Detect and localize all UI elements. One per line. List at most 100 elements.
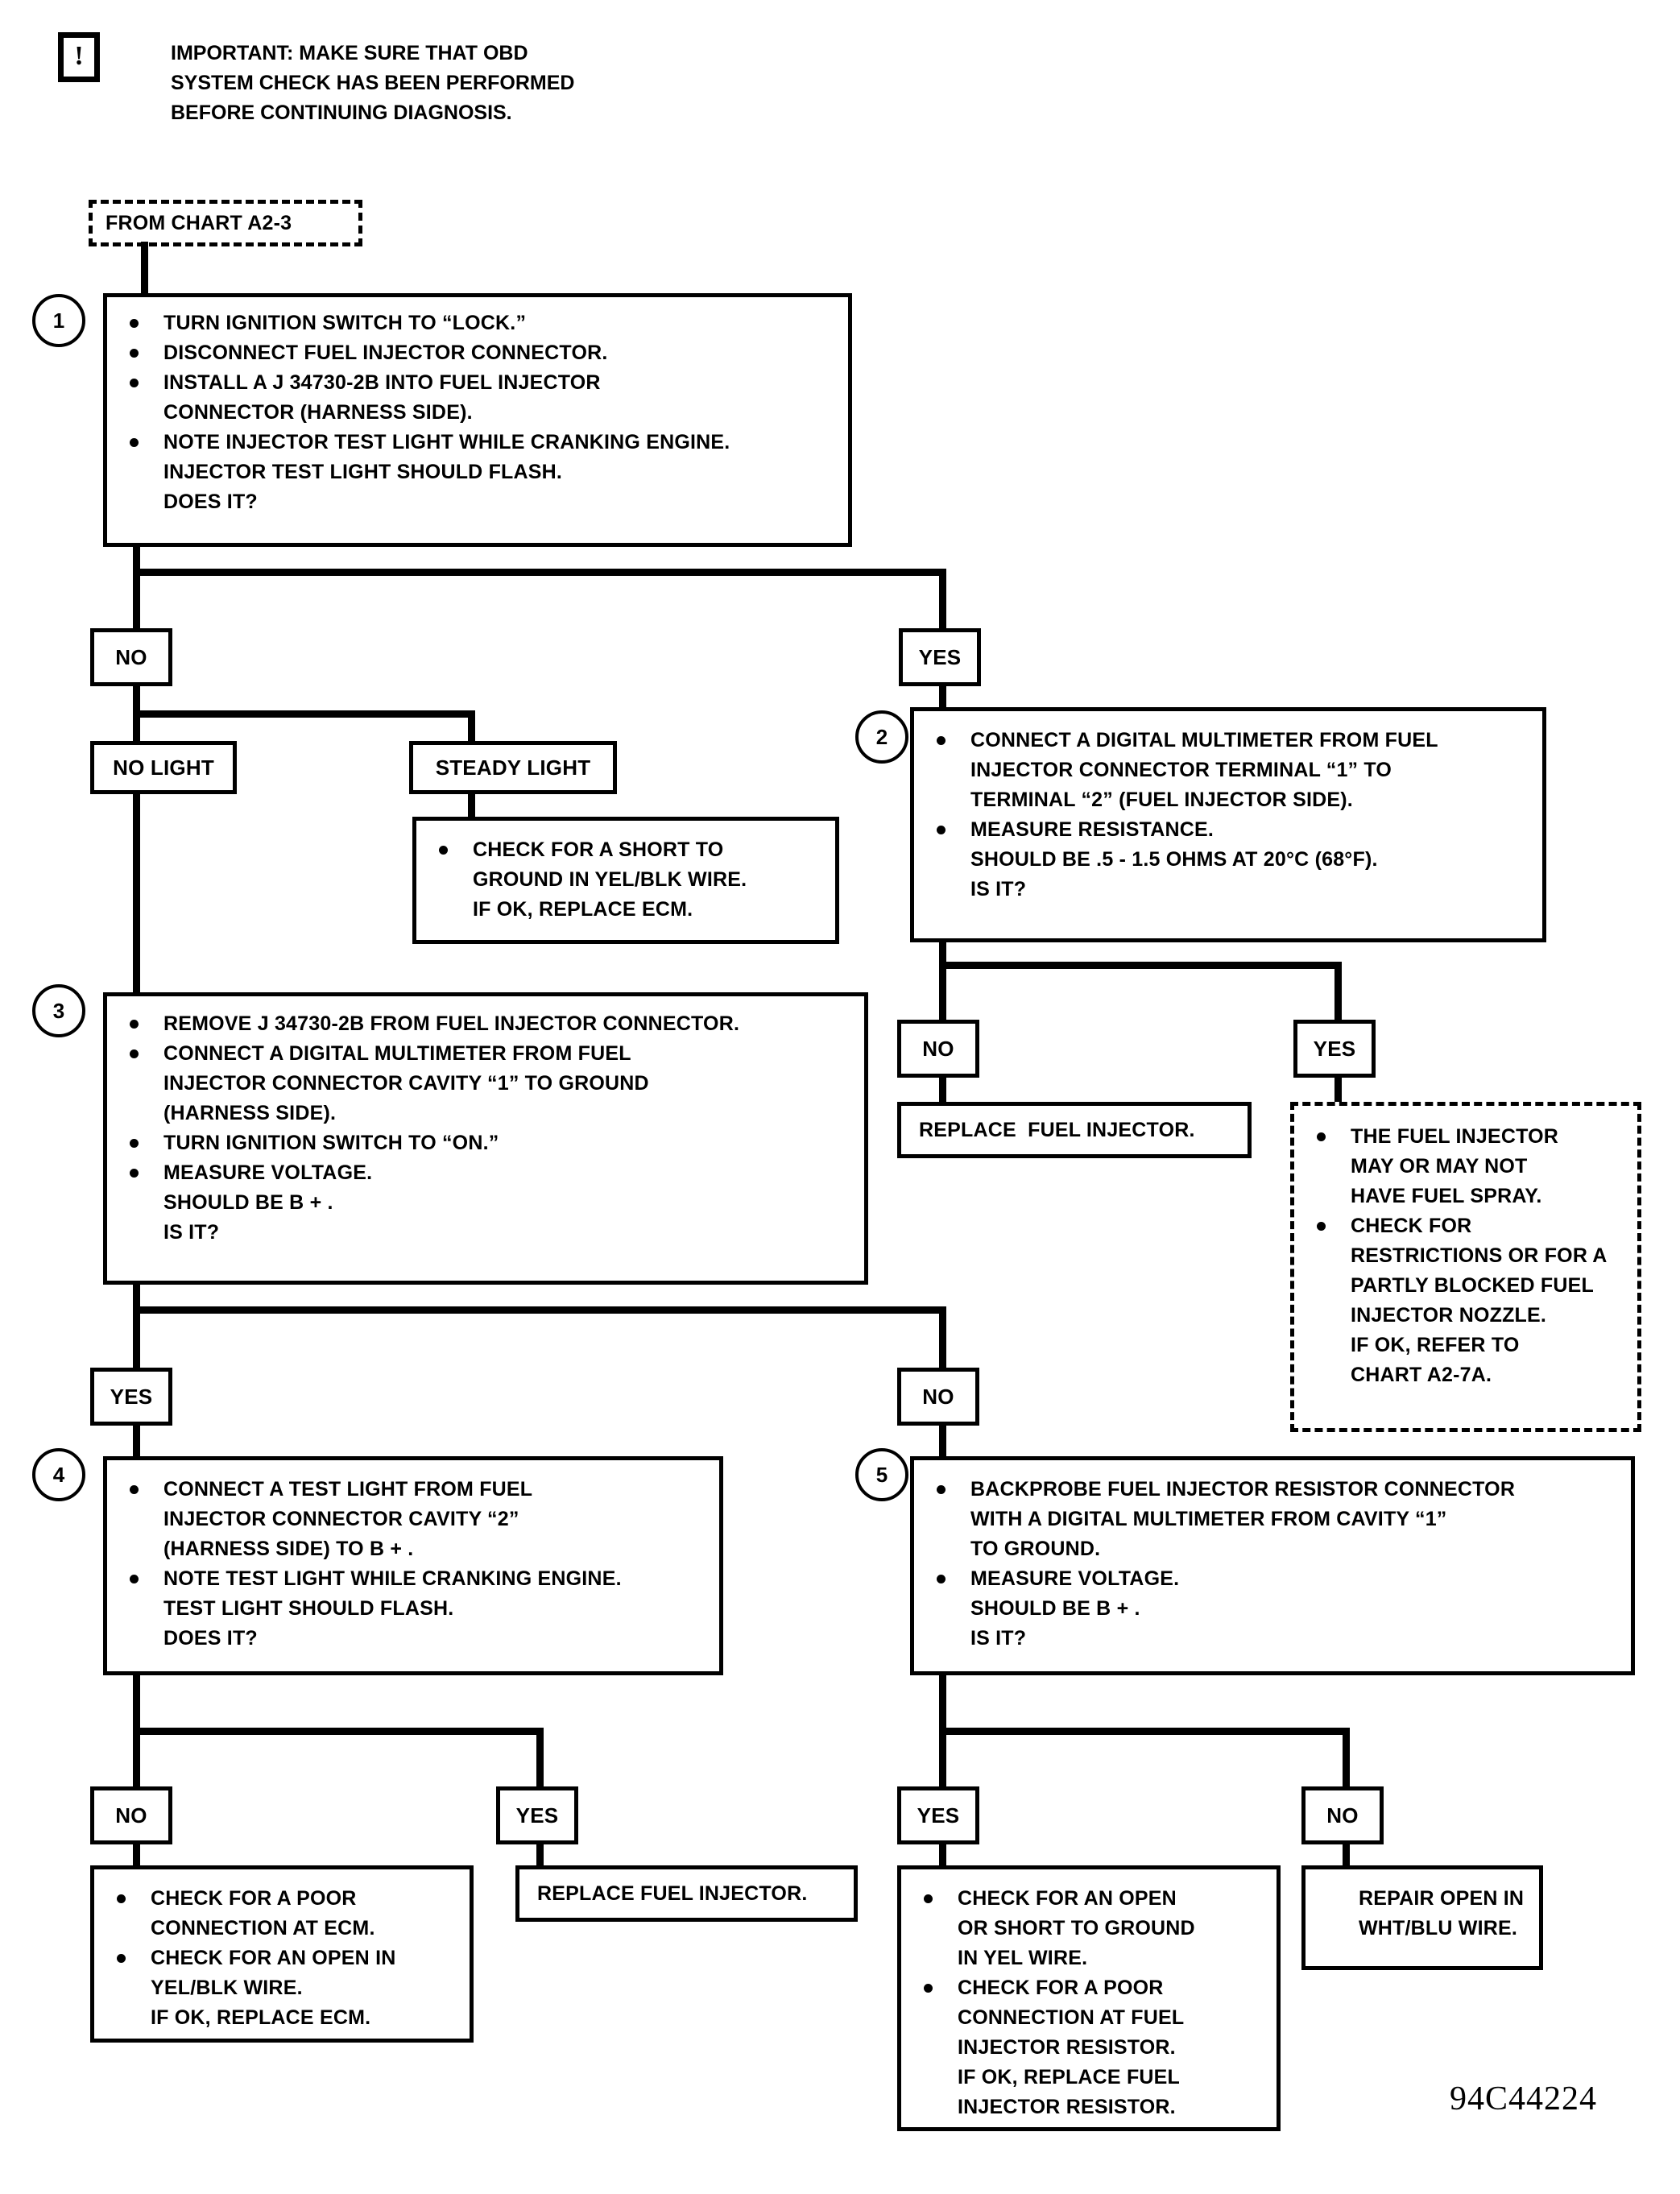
instruction-line: INJECTOR RESISTOR. <box>958 2036 1176 2059</box>
branch-no-light-label: NO LIGHT <box>113 755 214 780</box>
step-number-2: 2 <box>855 710 908 764</box>
connector-step4-yes-down <box>536 1841 544 1870</box>
connector-light-split-bar <box>133 710 475 718</box>
entry-from-chart-box[interactable]: FROM CHART A2-3 <box>89 200 362 246</box>
instruction-line: CHECK FOR A POOR <box>109 1884 457 1913</box>
branch-step4-no[interactable]: NO <box>90 1786 172 1844</box>
instruction-line: YEL/BLK WIRE. <box>151 1977 303 1999</box>
instruction-line: HAVE FUEL SPRAY. <box>1351 1185 1542 1207</box>
branch-step2-no[interactable]: NO <box>897 1020 979 1078</box>
instruction-line: INJECTOR NOZZLE. <box>1351 1304 1547 1327</box>
connector-step2-down <box>939 939 946 967</box>
instruction-line: MAY OR MAY NOT <box>1351 1155 1528 1178</box>
branch-step1-yes[interactable]: YES <box>899 628 981 686</box>
connector-step5-split-bar <box>939 1728 1350 1735</box>
branch-step3-no[interactable]: NO <box>897 1368 979 1426</box>
instruction-line: CONNECTION AT ECM. <box>151 1917 375 1939</box>
yel-wire-check-box: CHECK FOR AN OPEN OR SHORT TO GROUND IN YE… <box>897 1865 1281 2131</box>
instruction-line: BACKPROBE FUEL INJECTOR RESISTOR CONNECT… <box>929 1475 1618 1504</box>
instruction-line: REPAIR OPEN IN <box>1359 1887 1525 1910</box>
replace-fuel-injector-box-4: REPLACE FUEL INJECTOR. <box>515 1865 858 1922</box>
step-number-1: 1 <box>32 294 85 347</box>
connector-step1-to-yes <box>939 569 946 631</box>
instruction-line: IF OK, REPLACE ECM. <box>151 2006 371 2029</box>
branch-step2-no-label: NO <box>922 1037 954 1061</box>
instruction-line: IS IT? <box>970 878 1027 900</box>
branch-step2-yes[interactable]: YES <box>1293 1020 1376 1078</box>
connector-to-no-light <box>133 710 140 744</box>
repair-wht-blu-list: REPAIR OPEN IN WHT/BLU WIRE. <box>1317 1884 1526 1943</box>
yel-wire-check-list: CHECK FOR AN OPEN OR SHORT TO GROUND IN YE… <box>916 1884 1264 2122</box>
branch-step5-no[interactable]: NO <box>1301 1786 1384 1844</box>
instruction-line: PARTLY BLOCKED FUEL <box>1351 1274 1594 1297</box>
connector-step2-to-no <box>939 962 946 1025</box>
step-5-box: BACKPROBE FUEL INJECTOR RESISTOR CONNECT… <box>910 1456 1635 1675</box>
step-3-list: REMOVE J 34730-2B FROM FUEL INJECTOR CON… <box>122 1009 851 1247</box>
instruction-line: SHOULD BE B + . <box>163 1191 333 1214</box>
instruction-line: GROUND IN YEL/BLK WIRE. <box>473 868 747 891</box>
branch-step1-yes-label: YES <box>918 645 962 669</box>
instruction-line: DISCONNECT FUEL INJECTOR CONNECTOR. <box>122 338 835 367</box>
instruction-line: IN YEL WIRE. <box>958 1947 1088 1969</box>
instruction-line: CHECK FOR AN OPEN IN <box>109 1944 457 1973</box>
connector-step4-to-yes <box>536 1728 544 1790</box>
branch-step3-yes[interactable]: YES <box>90 1368 172 1426</box>
instruction-line: THE FUEL INJECTOR <box>1309 1122 1624 1151</box>
connector-no-light-to-step3 <box>133 791 140 992</box>
connector-entry-to-step1 <box>141 242 148 298</box>
important-notice-text: IMPORTANT: MAKE SURE THAT OBD SYSTEM CHE… <box>171 42 575 124</box>
instruction-line: WHT/BLU WIRE. <box>1359 1917 1518 1939</box>
steady-light-action-list: CHECK FOR A SHORT TO GROUND IN YEL/BLK WI… <box>431 835 822 924</box>
branch-step1-no[interactable]: NO <box>90 628 172 686</box>
connector-step1-split-bar <box>133 569 946 576</box>
instruction-line: SHOULD BE .5 - 1.5 OHMS AT 20°C (68°F). <box>970 848 1378 871</box>
steady-light-action-box: CHECK FOR A SHORT TO GROUND IN YEL/BLK WI… <box>412 817 839 944</box>
instruction-line: WITH A DIGITAL MULTIMETER FROM CAVITY “1… <box>970 1508 1447 1530</box>
branch-steady-light[interactable]: STEADY LIGHT <box>409 741 617 794</box>
step-number-4: 4 <box>32 1448 85 1501</box>
instruction-line: IS IT? <box>163 1221 220 1244</box>
ecm-check-list: CHECK FOR A POOR CONNECTION AT ECM. CHECK … <box>109 1884 457 2032</box>
instruction-line: MEASURE VOLTAGE. <box>122 1158 851 1187</box>
exclamation-glyph: ! <box>74 41 84 71</box>
instruction-line: CHECK FOR <box>1309 1211 1624 1240</box>
connector-step4-down <box>133 1672 140 1704</box>
instruction-line: INJECTOR CONNECTOR CAVITY “2” <box>163 1508 519 1530</box>
exclamation-warning-icon: ! <box>58 32 100 82</box>
connector-step4-to-no <box>133 1695 140 1790</box>
instruction-line: OR SHORT TO GROUND <box>958 1917 1195 1939</box>
instruction-line: DOES IT? <box>163 491 258 513</box>
instruction-line: CHART A2-7A. <box>1351 1364 1492 1386</box>
instruction-line: TURN IGNITION SWITCH TO “LOCK.” <box>122 308 835 337</box>
instruction-line: (HARNESS SIDE) TO B + . <box>163 1538 414 1560</box>
connector-step5-down <box>939 1672 946 1704</box>
branch-step4-yes[interactable]: YES <box>496 1786 578 1844</box>
instruction-line: MEASURE RESISTANCE. <box>929 815 1529 844</box>
instruction-line: INJECTOR CONNECTOR TERMINAL “1” TO <box>970 759 1392 781</box>
connector-step2-no-down <box>939 1074 946 1107</box>
connector-to-steady-light <box>468 710 475 744</box>
connector-step2-to-yes <box>1334 962 1342 1025</box>
connector-step3-no-down <box>939 1422 946 1459</box>
connector-step3-down <box>133 1282 140 1314</box>
branch-no-light[interactable]: NO LIGHT <box>90 741 237 794</box>
connector-step3-yes-down <box>133 1422 140 1459</box>
connector-step5-no-down <box>1343 1841 1350 1870</box>
branch-step5-yes[interactable]: YES <box>897 1786 979 1844</box>
branch-step2-yes-label: YES <box>1313 1037 1356 1061</box>
connector-steady-light-down <box>468 791 475 822</box>
connector-step2-split-bar <box>939 962 1342 969</box>
step-number-3: 3 <box>32 984 85 1037</box>
instruction-line: REMOVE J 34730-2B FROM FUEL INJECTOR CON… <box>122 1009 851 1038</box>
repair-wht-blu-box: REPAIR OPEN IN WHT/BLU WIRE. <box>1301 1865 1543 1970</box>
replace-fuel-injector-label-2: REPLACE FUEL INJECTOR. <box>919 1119 1195 1141</box>
connector-step2-yes-down <box>1334 1074 1342 1107</box>
step-number-5: 5 <box>855 1448 908 1501</box>
instruction-line: CHECK FOR AN OPEN <box>916 1884 1264 1913</box>
instruction-line: IF OK, REFER TO <box>1351 1334 1520 1356</box>
connector-no-down <box>133 683 140 717</box>
replace-fuel-injector-label-4: REPLACE FUEL INJECTOR. <box>537 1882 808 1905</box>
instruction-line: CHECK FOR A SHORT TO <box>431 835 822 864</box>
connector-step1-to-no <box>133 569 140 631</box>
